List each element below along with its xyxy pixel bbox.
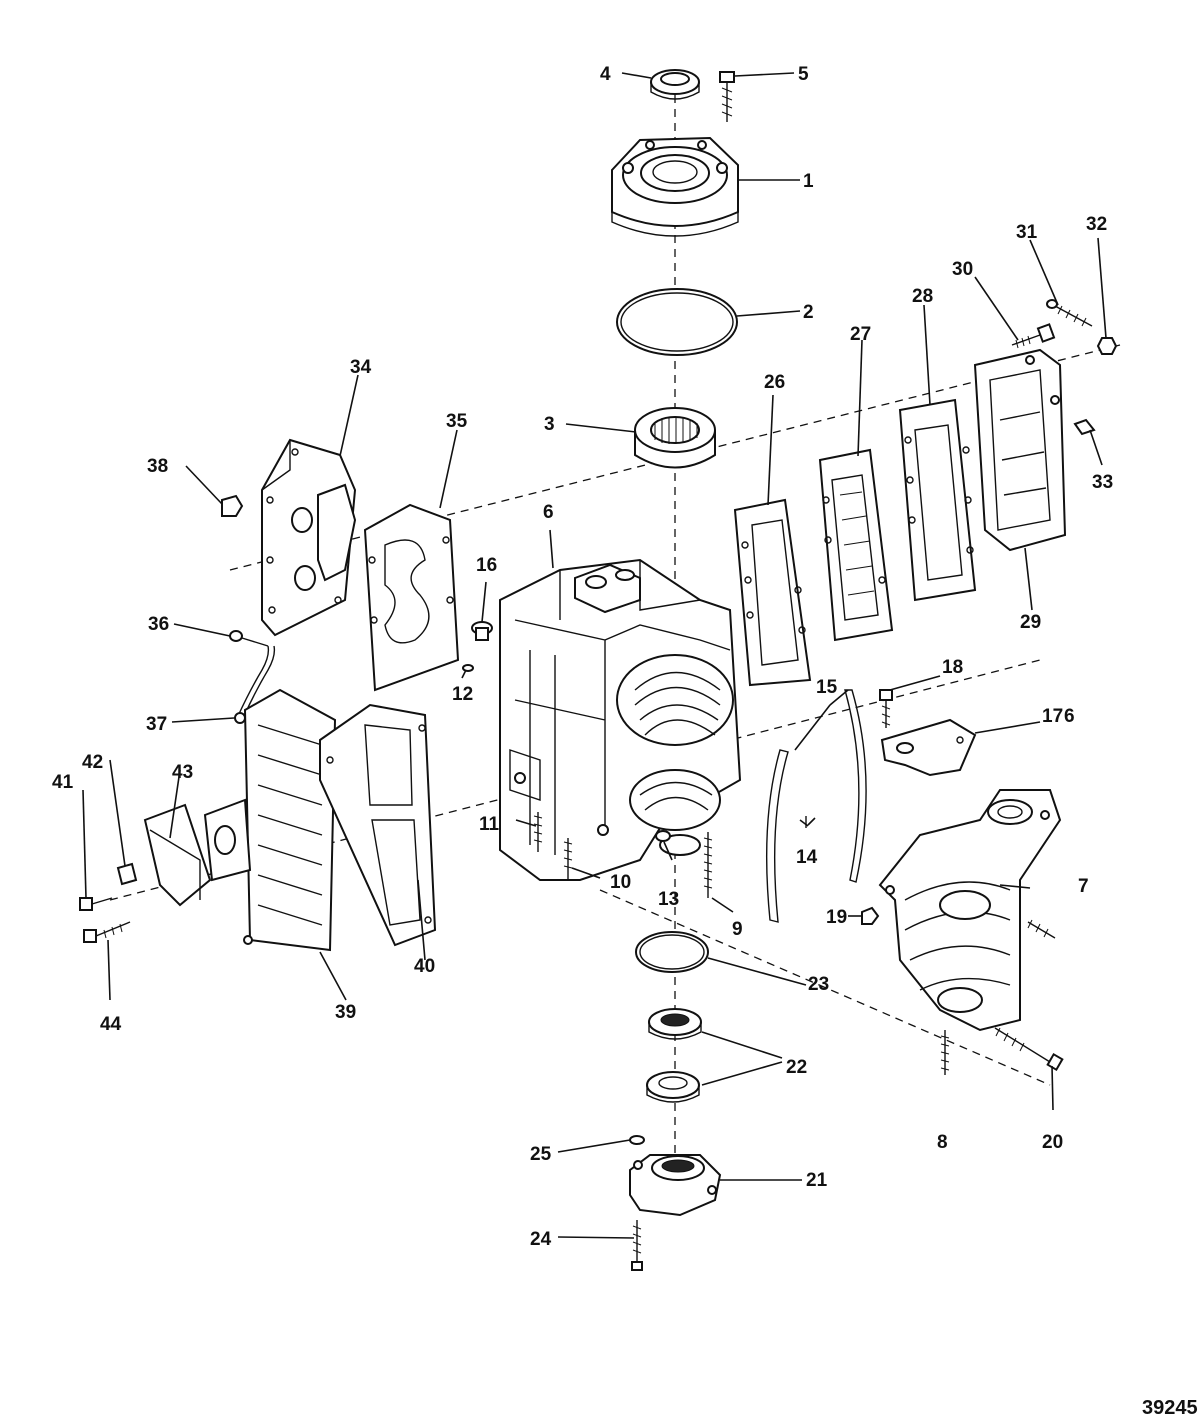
callout-32: 32 <box>1086 214 1107 235</box>
part-43-bracket <box>143 803 212 907</box>
callout-29: 29 <box>1020 612 1041 633</box>
callout-16: 16 <box>476 555 497 576</box>
part-13-plug <box>655 830 671 842</box>
part-22-oil-seals <box>646 1008 702 1103</box>
callout-13: 13 <box>658 889 679 910</box>
part-33-plug <box>1073 418 1096 436</box>
callout-labels: 4 5 1 2 3 6 16 12 11 10 13 9 15 14 18 17… <box>52 64 1113 1250</box>
callout-30: 30 <box>952 259 973 280</box>
callout-28: 28 <box>912 286 933 307</box>
part-25-washer <box>629 1135 645 1145</box>
part-7-stud <box>1027 919 1056 939</box>
callout-37: 37 <box>146 714 167 735</box>
callout-12: 12 <box>452 684 473 705</box>
callout-1: 1 <box>803 171 814 192</box>
callout-42: 42 <box>82 752 103 773</box>
part-6-crankcase-cover <box>878 789 1062 1032</box>
callout-26: 26 <box>764 372 785 393</box>
callout-24: 24 <box>530 1229 552 1250</box>
part-1-upper-end-cap <box>611 136 739 237</box>
part-28-gasket <box>898 398 977 602</box>
callout-21: 21 <box>806 1170 828 1191</box>
callout-10: 10 <box>610 872 631 893</box>
part-42-clamp <box>116 862 138 886</box>
callout-23: 23 <box>808 974 829 995</box>
part-6-cylinder-block <box>499 558 742 881</box>
part-5-screw <box>719 71 735 122</box>
callout-22: 22 <box>786 1057 807 1078</box>
callout-9: 9 <box>732 919 743 940</box>
callout-25: 25 <box>530 1144 552 1165</box>
callout-18: 18 <box>942 657 963 678</box>
figure-number: 39245 <box>1142 1397 1198 1419</box>
callout-6: 6 <box>543 502 554 523</box>
part-8-stud <box>940 1030 950 1075</box>
callout-35: 35 <box>446 411 468 432</box>
callout-15: 15 <box>816 677 838 698</box>
callout-33: 33 <box>1092 472 1113 493</box>
callout-2: 2 <box>803 302 814 323</box>
part-17-retainer-plate <box>880 718 977 777</box>
part-36-screw <box>229 630 269 647</box>
part-23-o-ring <box>635 931 709 973</box>
part-9-stud <box>703 832 713 898</box>
callout-20: 20 <box>1042 1132 1063 1153</box>
part-3-roller-bearing <box>634 407 716 469</box>
leader-lines <box>82 72 1107 1239</box>
part-26-gasket <box>733 498 812 687</box>
part-34-transfer-cover <box>261 438 357 637</box>
callout-36: 36 <box>148 614 169 635</box>
callout-38: 38 <box>147 456 168 477</box>
callout-43: 43 <box>172 762 193 783</box>
part-24-screw <box>631 1220 643 1271</box>
part-10-stud <box>563 838 573 880</box>
callout-6b: 6 <box>1064 706 1075 727</box>
callout-4: 4 <box>600 64 611 85</box>
callout-5: 5 <box>798 64 809 85</box>
part-15-seal-strips <box>765 689 867 923</box>
callout-17: 17 <box>1042 706 1063 727</box>
part-18-screw <box>879 689 893 728</box>
callout-44: 44 <box>100 1014 122 1035</box>
part-32-nut <box>1096 337 1118 355</box>
part-40-gasket <box>319 703 437 947</box>
part-4-oil-seal <box>650 69 700 100</box>
part-39-reed-block <box>203 688 337 952</box>
part-41-screw <box>79 897 113 911</box>
part-21-lower-end-cap <box>629 1154 722 1217</box>
part-2-o-ring <box>616 288 738 356</box>
part-31-screw <box>1046 299 1093 327</box>
part-35-gasket <box>363 503 460 692</box>
part-27-divider-plate <box>818 448 894 642</box>
callout-8: 8 <box>937 1132 948 1153</box>
part-16-plug <box>471 621 493 641</box>
callout-41: 41 <box>52 772 74 793</box>
part-29-exhaust-cover <box>973 348 1067 552</box>
callout-34: 34 <box>350 357 372 378</box>
part-30-screw <box>1011 323 1056 349</box>
part-11-stud <box>533 812 543 852</box>
callout-11: 11 <box>479 814 500 835</box>
part-38-fitting <box>221 494 244 517</box>
part-19-nut <box>861 906 880 925</box>
part-20-screw <box>994 1027 1064 1072</box>
callout-14: 14 <box>796 847 818 868</box>
callout-7: 7 <box>1078 876 1089 897</box>
callout-31: 31 <box>1016 222 1038 243</box>
callout-27: 27 <box>850 324 871 345</box>
callout-3: 3 <box>544 414 555 435</box>
part-37-hose <box>234 645 276 724</box>
callout-40: 40 <box>414 956 435 977</box>
callout-19: 19 <box>826 907 847 928</box>
part-12-check-valve <box>462 664 474 672</box>
callout-39: 39 <box>335 1002 356 1023</box>
part-44-screw <box>83 921 131 943</box>
